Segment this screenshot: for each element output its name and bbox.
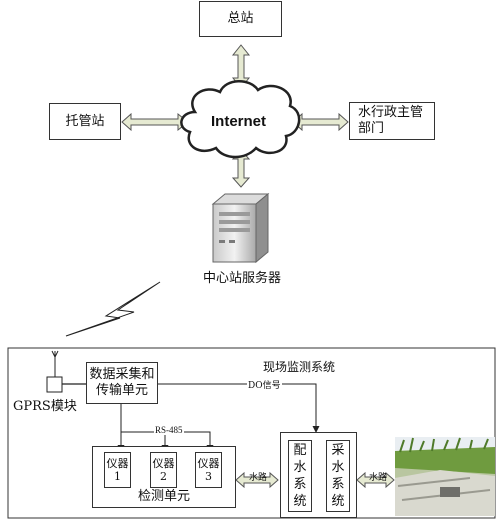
field-photo — [395, 437, 495, 516]
water-admin-label-1: 水行政主管 — [358, 105, 424, 120]
distribution-char-1: 配 — [293, 443, 307, 458]
instrument-1-label: 仪器 — [106, 457, 129, 470]
instrument-3-box: 仪器 3 — [195, 452, 222, 488]
sampling-char-2: 水 — [331, 460, 345, 475]
arrow-sampling-photo — [356, 471, 395, 489]
water-admin-box: 水行政主管 部门 — [349, 102, 435, 140]
data-acquisition-unit: 数据采集和 传输单元 — [86, 362, 158, 404]
sampling-char-3: 系 — [331, 477, 345, 492]
do-signal-label: DO信号 — [247, 378, 282, 391]
site-system-title: 现场监测系统 — [263, 360, 336, 374]
instrument-2-label: 仪器 — [152, 457, 175, 470]
server-icon — [211, 192, 270, 264]
instrument-2-number: 2 — [160, 470, 167, 483]
instrument-3-label: 仪器 — [197, 457, 220, 470]
do-signal-line — [158, 383, 320, 433]
antenna-icon — [51, 350, 59, 377]
internet-label: Internet — [211, 113, 267, 130]
arrow-internet-server — [231, 149, 251, 188]
detection-unit-label: 检测单元 — [137, 489, 190, 504]
arrow-dau-waterpath — [235, 471, 279, 489]
instrument-1-number: 1 — [114, 470, 121, 483]
server-label: 中心站服务器 — [203, 271, 282, 286]
arrow-internet-wateradmin — [292, 112, 349, 132]
distribution-char-3: 系 — [293, 477, 307, 492]
rs485-label: RS-485 — [154, 425, 184, 435]
gprs-label: GPRS模块 — [13, 399, 77, 414]
trustee-station-label: 托管站 — [65, 113, 105, 129]
water-admin-label-2: 部门 — [358, 121, 385, 136]
water-path-label-1: 水路 — [249, 473, 268, 483]
distribution-system-box: 配 水 系 统 — [288, 440, 312, 512]
distribution-char-4: 统 — [293, 494, 307, 509]
sampling-char-1: 采 — [331, 443, 345, 458]
site-frame — [7, 347, 496, 519]
internet-cloud — [180, 80, 301, 159]
instrument-2-box: 仪器 2 — [150, 452, 177, 488]
sampling-system-box: 采 水 系 统 — [326, 440, 350, 512]
arrow-trustee-internet — [121, 112, 189, 132]
hq-box: 总站 — [199, 1, 282, 37]
dau-label-1: 数据采集和 — [89, 367, 155, 382]
trustee-station-box: 托管站 — [49, 103, 121, 140]
instrument-3-number: 3 — [205, 470, 212, 483]
gprs-module-box — [46, 376, 63, 393]
water-path-label-2: 水路 — [369, 473, 388, 483]
dau-label-2: 传输单元 — [95, 383, 148, 398]
instrument-1-box: 仪器 1 — [104, 452, 131, 488]
distribution-char-2: 水 — [293, 460, 307, 475]
sampling-char-4: 统 — [331, 494, 345, 509]
hq-label: 总站 — [227, 11, 254, 26]
wireless-link — [65, 281, 161, 337]
